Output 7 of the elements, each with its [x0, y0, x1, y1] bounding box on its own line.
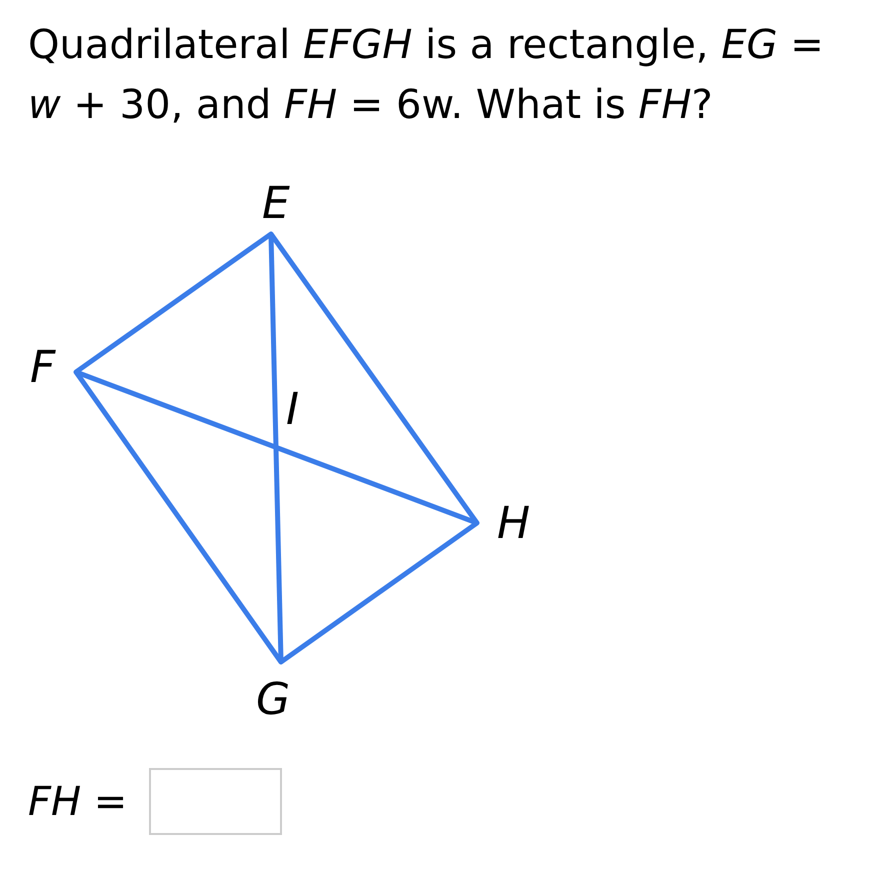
answer-prompt: FH =	[28, 778, 128, 827]
vertex-label: H	[497, 500, 530, 548]
question-text: Quadrilateral EFGH is a rectangle, EG = w + 30, and FH = 6w. What is FH?	[28, 21, 825, 130]
vertex-label: E	[262, 180, 290, 228]
vertex-label: F	[30, 344, 56, 392]
vertex-label: I	[286, 386, 299, 434]
vertex-label: G	[256, 676, 290, 724]
